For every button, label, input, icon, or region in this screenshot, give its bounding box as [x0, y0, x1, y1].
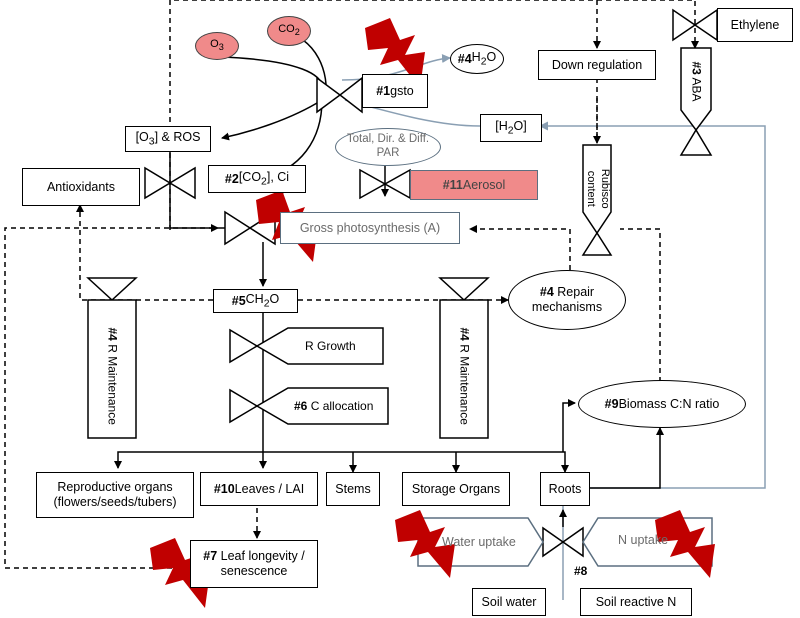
- h2o-num: #4: [457, 51, 472, 66]
- down-regulation-box: Down regulation: [538, 50, 656, 80]
- rubisco-label: Rubisco content: [585, 168, 611, 209]
- co2-ci-label: [CO2], Ci: [238, 169, 290, 188]
- soil-water-box: Soil water: [472, 588, 546, 616]
- gsto-box: #1 gsto: [362, 74, 428, 108]
- leaves-box: #10 Leaves / LAI: [200, 472, 318, 506]
- gross-photosynthesis-label: Gross photosynthesis (A): [299, 220, 441, 235]
- aerosol-box: #11 Aerosol: [410, 170, 538, 200]
- o3-label: O3: [210, 38, 224, 53]
- r-growth-shape: [255, 327, 384, 365]
- ethylene-label: Ethylene: [730, 17, 780, 32]
- h2o-label: H2O: [471, 49, 497, 68]
- biomass-cn-num: #9: [604, 396, 619, 411]
- ethylene-box: Ethylene: [717, 8, 793, 42]
- c-allocation-shape: [255, 387, 389, 425]
- ch2o-num: #5: [231, 293, 246, 308]
- co2-ci-num: #2: [224, 171, 239, 186]
- co2-label: CO2: [278, 23, 300, 38]
- aba-text: ABA: [689, 77, 704, 102]
- c-allocation-text: C allocation: [307, 399, 374, 413]
- ch2o-box: #5 CH2O: [213, 289, 298, 313]
- antioxidants-label: Antioxidants: [46, 179, 116, 194]
- roots-label: Roots: [548, 481, 582, 496]
- soil-n-box: Soil reactive N: [580, 588, 692, 616]
- soil-n-label: Soil reactive N: [595, 594, 677, 609]
- storage-label: Storage Organs: [411, 481, 501, 496]
- gross-photosynthesis-box: Gross photosynthesis (A): [280, 212, 460, 244]
- reproductive-box: Reproductive organs (flowers/seeds/tuber…: [36, 472, 194, 518]
- h2o-box-label: [H2O]: [495, 118, 527, 137]
- repair-label: Repair mechanisms: [531, 285, 603, 314]
- aba-shape: [680, 47, 712, 132]
- c-allocation-num: #6: [294, 399, 308, 413]
- leaf-longevity-num: #7: [203, 549, 218, 563]
- storage-box: Storage Organs: [402, 472, 510, 506]
- c-allocation-label: #6 C allocation: [294, 399, 373, 413]
- aerosol-label: Aerosol: [462, 177, 506, 192]
- aba-num: #3: [689, 61, 704, 75]
- dashed-top-frame: [169, 0, 699, 230]
- stems-box: Stems: [326, 472, 380, 506]
- repair-num: #4: [539, 285, 554, 299]
- r-maintenance-left-shape: [87, 299, 137, 439]
- aba-label: #3 ABA: [689, 52, 704, 112]
- down-regulation-label: Down regulation: [551, 57, 643, 72]
- stems-label: Stems: [335, 481, 371, 496]
- water-uptake-label: Water uptake: [442, 535, 516, 549]
- h2o-box: [H2O]: [480, 114, 542, 142]
- gsto-label: gsto: [390, 83, 414, 98]
- leaf-longevity-box: #7 Leaf longevity / senescence: [190, 540, 318, 588]
- repair-node: #4 Repair mechanisms: [508, 270, 626, 330]
- leaf-longevity-label: Leaf longevity / senescence: [217, 549, 305, 578]
- r-maint-left-num: #4: [105, 327, 120, 341]
- antioxidants-box: Antioxidants: [22, 168, 140, 206]
- roots-box: Roots: [540, 472, 590, 506]
- par-node: Total, Dir. & Diff. PAR: [335, 128, 441, 166]
- r-maint-mid-text: R Maintenance: [457, 340, 472, 425]
- o3-ros-box: [O3] & ROS: [125, 126, 211, 152]
- rubisco-shape: [582, 144, 612, 235]
- biomass-cn-label: Biomass C:N ratio: [618, 396, 720, 411]
- ch2o-label: CH2O: [245, 291, 280, 310]
- leaves-label: Leaves / LAI: [234, 481, 305, 496]
- r-maintenance-mid-shape: [439, 299, 489, 439]
- aerosol-num: #11: [442, 177, 463, 192]
- h2o-output-node: #4 H2O: [450, 44, 504, 74]
- n-uptake-label: N uptake: [618, 533, 669, 547]
- r-maint-left-label: #4 R Maintenance: [105, 327, 120, 425]
- r-maint-mid-num: #4: [457, 327, 472, 341]
- r-maint-mid-label: #4 R Maintenance: [457, 327, 472, 425]
- par-label: Total, Dir. & Diff. PAR: [346, 133, 430, 159]
- co2-ci-box: #2 [CO2], Ci: [208, 165, 306, 193]
- leaves-num: #10: [213, 481, 235, 496]
- co2-node: CO2: [267, 16, 311, 46]
- reproductive-label: Reproductive organs (flowers/seeds/tuber…: [53, 480, 177, 509]
- r-growth-label: R Growth: [305, 339, 356, 353]
- o3-node: O3: [195, 32, 239, 60]
- gsto-num: #1: [376, 83, 391, 98]
- biomass-cn-node: #9 Biomass C:N ratio: [578, 380, 746, 428]
- r-maint-left-text: R Maintenance: [105, 340, 120, 425]
- o3-ros-label: [O3] & ROS: [135, 129, 201, 148]
- soil-water-label: Soil water: [481, 594, 537, 609]
- node-8-label: #8: [574, 564, 588, 578]
